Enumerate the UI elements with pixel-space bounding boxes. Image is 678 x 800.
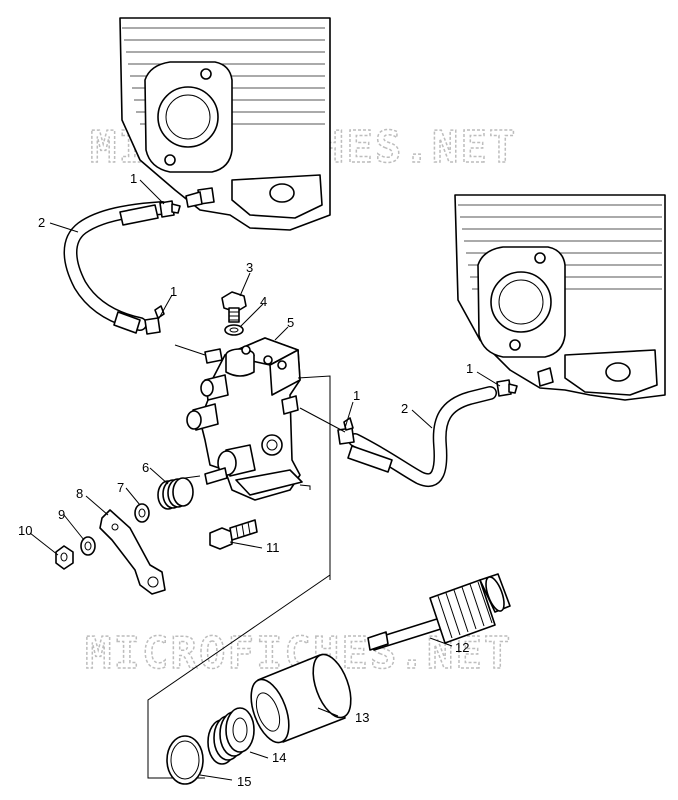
callout-8: 8 — [76, 486, 83, 501]
washer-7 — [134, 503, 150, 523]
explode-frame — [147, 375, 331, 779]
washer-4 — [224, 324, 244, 336]
oil-hose-right — [347, 386, 497, 487]
callout-15: 15 — [237, 774, 251, 789]
drive-gear-12 — [367, 573, 511, 651]
hose-clamp-right-lower — [337, 417, 355, 445]
oil-hose-left — [63, 201, 169, 334]
hose-clamp-mid-left — [144, 305, 165, 335]
callout-1: 1 — [170, 284, 177, 299]
callouts: 1 2 3 1 4 5 1 2 1 6 7 8 9 10 11 12 13 14… — [18, 171, 473, 789]
callout-4: 4 — [260, 294, 267, 309]
hose-clamp-top-left — [159, 200, 181, 218]
o-ring-15 — [166, 735, 204, 785]
hose-clamp-right-upper — [496, 379, 518, 397]
washer-9 — [80, 536, 96, 556]
bolt-3 — [221, 291, 247, 323]
cylinder-left — [119, 17, 331, 231]
sleeve-13 — [250, 653, 352, 744]
callout-11: 11 — [266, 540, 280, 555]
callout-13: 13 — [355, 710, 369, 725]
callout-2: 2 — [401, 401, 408, 416]
callout-10: 10 — [18, 523, 32, 538]
callout-2: 2 — [38, 215, 45, 230]
leader-lines — [29, 179, 501, 781]
callout-1: 1 — [353, 388, 360, 403]
callout-12: 12 — [455, 640, 469, 655]
lever-8 — [99, 509, 166, 595]
callout-3: 3 — [246, 260, 253, 275]
bolt-11 — [209, 519, 258, 550]
oil-pump — [186, 337, 303, 501]
callout-14: 14 — [272, 750, 286, 765]
callout-1: 1 — [466, 361, 473, 376]
callout-9: 9 — [58, 507, 65, 522]
spring-6 — [157, 475, 201, 510]
spring-14 — [207, 707, 255, 765]
callout-7: 7 — [117, 480, 124, 495]
nut-10 — [55, 545, 74, 570]
callout-6: 6 — [142, 460, 149, 475]
pump-shaft — [204, 467, 228, 485]
cylinder-right — [454, 194, 666, 401]
callout-5: 5 — [287, 315, 294, 330]
callout-1: 1 — [130, 171, 137, 186]
